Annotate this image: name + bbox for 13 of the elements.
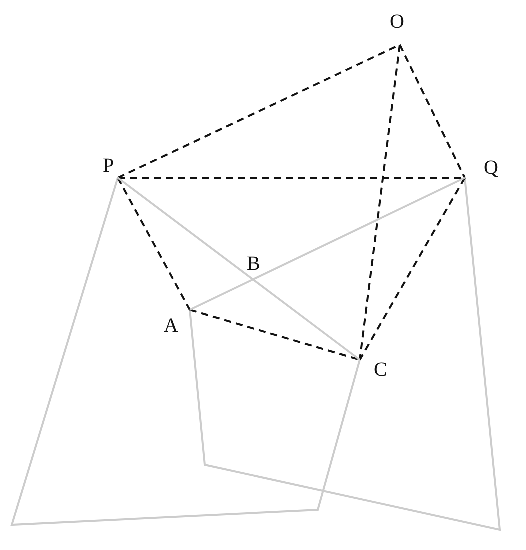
point-label: P bbox=[103, 156, 114, 176]
point-label: Q bbox=[484, 158, 498, 178]
point-label: O bbox=[390, 12, 404, 32]
point-label: A bbox=[164, 316, 178, 336]
dashed-line bbox=[190, 309, 360, 361]
point-label: B bbox=[247, 254, 260, 274]
line-segment bbox=[190, 177, 466, 311]
line-segment bbox=[117, 177, 361, 361]
dashed-line bbox=[399, 44, 466, 178]
point-label: C bbox=[374, 360, 388, 380]
dashed-line bbox=[359, 44, 401, 360]
dashed-line bbox=[359, 178, 466, 360]
dashed-line bbox=[117, 178, 191, 310]
